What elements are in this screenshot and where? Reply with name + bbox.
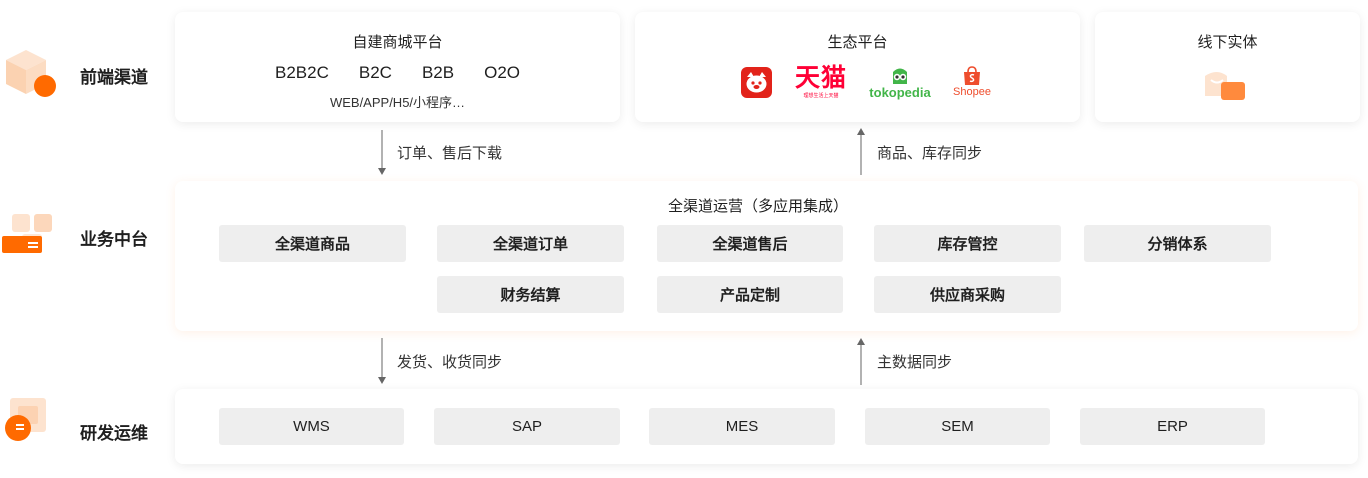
store-icon (1205, 72, 1245, 100)
layer-label-front: 前端渠道 (80, 68, 148, 87)
layer-label-middle: 业务中台 (80, 230, 148, 249)
devops-icon (5, 398, 46, 441)
tmall-logo-text: 天猫 (795, 64, 848, 92)
chip-finance-settlement: 财务结算 (437, 276, 624, 313)
channel-b2c: B2C (358, 63, 392, 82)
jd-logo-icon (741, 67, 772, 98)
chip-product-customization: 产品定制 (657, 276, 843, 313)
shopee-logo: Shopee (947, 66, 997, 99)
chip-omni-aftersales: 全渠道售后 (657, 225, 843, 262)
label-master-data-sync: 主数据同步 (877, 354, 953, 371)
channel-b2b2c: B2B2C (275, 63, 329, 82)
tokopedia-text: tokopedia (869, 85, 931, 100)
offline-store-card: 线下实体 (1095, 12, 1360, 122)
label-shipping-receiving-sync: 发货、收货同步 (397, 354, 503, 371)
channel-o2o: O2O (484, 63, 520, 82)
ecosystem-platform-card: 生态平台 天猫 理想生活上天猫 tokopedia Shopee (635, 12, 1080, 122)
label-orders-aftersales-download: 订单、售后下载 (397, 145, 503, 162)
channel-list: B2B2C B2C B2B O2O (175, 63, 620, 83)
arrow-up-inventory (857, 128, 865, 175)
blocks-icon (2, 214, 52, 253)
chip-inventory-control: 库存管控 (874, 225, 1061, 262)
omnichannel-ops-title: 全渠道运营（多应用集成） (668, 198, 849, 215)
box-icon (6, 50, 56, 97)
arrow-up-masterdata (857, 338, 865, 385)
tokopedia-logo: tokopedia (866, 66, 934, 100)
label-goods-inventory-sync: 商品、库存同步 (877, 145, 983, 162)
arrow-down-orders (378, 130, 386, 175)
chip-supplier-procurement: 供应商采购 (874, 276, 1061, 313)
tokopedia-owl-icon (893, 68, 907, 84)
shopee-text: Shopee (953, 86, 991, 98)
tmall-slogan: 理想生活上天猫 (803, 93, 839, 99)
tmall-logo: 天猫 理想生活上天猫 (795, 64, 847, 100)
arrow-down-shipping (378, 338, 386, 384)
self-built-mall-title: 自建商城平台 (352, 34, 443, 51)
self-built-mall-card: 自建商城平台 B2B2C B2C B2B O2O WEB/APP/H5/小程序… (175, 12, 620, 122)
shopee-bag-icon (964, 66, 980, 85)
chip-distribution: 分销体系 (1084, 225, 1271, 262)
chip-wms: WMS (219, 408, 404, 445)
ecosystem-platform-title: 生态平台 (827, 34, 888, 51)
channel-platforms: WEB/APP/H5/小程序… (329, 95, 466, 110)
chip-sem: SEM (865, 408, 1050, 445)
channel-b2b: B2B (421, 63, 455, 82)
layer-label-rd: 研发运维 (80, 424, 148, 443)
chip-omni-goods: 全渠道商品 (219, 225, 406, 262)
chip-sap: SAP (434, 408, 620, 445)
offline-store-title: 线下实体 (1197, 34, 1258, 51)
chip-omni-orders: 全渠道订单 (437, 225, 624, 262)
chip-mes: MES (649, 408, 835, 445)
chip-erp: ERP (1080, 408, 1265, 445)
